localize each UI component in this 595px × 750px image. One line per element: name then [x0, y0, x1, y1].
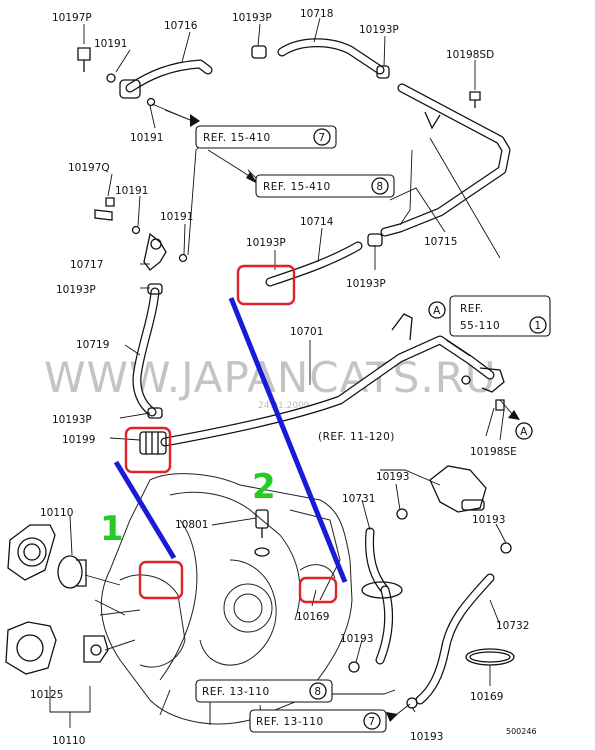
ref-box-13-110-7[interactable]: REF. 13-110 7 — [249, 709, 387, 733]
ref-circle-num: 7 — [318, 132, 325, 144]
ref-box-13-110-8[interactable]: REF. 13-110 8 — [195, 679, 333, 703]
ref-text: (REF. 11-120) — [318, 431, 395, 443]
label-10125: 10125 — [30, 689, 63, 701]
label-10193P: 10193P — [346, 278, 386, 290]
ref-text: REF. 15-410 — [263, 181, 331, 193]
label-10801: 10801 — [175, 519, 208, 531]
pipe-10715 — [380, 83, 511, 237]
ref-circle-num: 8 — [314, 686, 321, 698]
hose-10731 — [365, 465, 487, 595]
marker-letter: A — [433, 305, 441, 317]
arrow-head — [246, 172, 258, 184]
label-10193P: 10193P — [232, 12, 272, 24]
ref-box-15-410-8[interactable]: REF. 15-410 8 — [255, 174, 395, 198]
label-10193: 10193 — [376, 471, 409, 483]
label-10193: 10193 — [340, 633, 373, 645]
label-10191: 10191 — [130, 132, 163, 144]
thermostat-housing-10110 — [5, 524, 109, 675]
highlight-engine-port-left — [138, 560, 184, 600]
ref-text-line2: 55-110 — [460, 320, 500, 332]
ref-box-55-110-1[interactable]: REF. 55-110 1 — [449, 295, 551, 337]
label-10193: 10193 — [472, 514, 505, 526]
fitting-10717 — [94, 209, 188, 271]
marker-a-upper: A — [428, 301, 446, 319]
label-10719: 10719 — [76, 339, 109, 351]
label-10191: 10191 — [115, 185, 148, 197]
arrow-head — [386, 712, 398, 722]
label-10193P: 10193P — [52, 414, 92, 426]
label-10716: 10716 — [164, 20, 198, 32]
blue-line-2 — [228, 297, 348, 583]
label-10198SE: 10198SE — [470, 446, 517, 458]
sensor-10801 — [254, 509, 270, 557]
label-10731: 10731 — [342, 493, 375, 505]
fitting-10199 — [139, 431, 167, 455]
blue-lines — [113, 297, 348, 583]
marker-a-lower: A — [515, 422, 533, 440]
label-10198SD: 10198SD — [446, 49, 494, 61]
label-10717: 10717 — [70, 259, 103, 271]
hose-10732 — [348, 542, 512, 709]
arrow-head — [190, 114, 200, 127]
ref-circle-num: 1 — [534, 320, 541, 332]
label-10193P: 10193P — [359, 24, 399, 36]
label-10110: 10110 — [52, 735, 85, 747]
label-10197P: 10197P — [52, 12, 92, 24]
engine-boss — [223, 583, 273, 633]
label-10169: 10169 — [470, 691, 503, 703]
hose-10719 — [132, 283, 163, 419]
handwritten-number-2: 2 — [252, 467, 276, 507]
ref-text: REF. 13-110 — [256, 716, 324, 728]
blue-line-1 — [113, 460, 177, 560]
label-10193: 10193 — [410, 731, 443, 743]
part-labels: 10197P 10716 10193P 10718 10191 10193P 1… — [30, 8, 537, 747]
label-10191: 10191 — [94, 38, 127, 50]
bolts — [77, 47, 505, 411]
label-10715: 10715 — [424, 236, 457, 248]
highlight-10169-port — [298, 576, 338, 604]
label-10197Q: 10197Q — [68, 162, 110, 174]
arrow-head — [508, 410, 520, 420]
label-10169: 10169 — [296, 611, 329, 623]
ref-box-15-410-7[interactable]: REF. 15-410 7 — [195, 125, 337, 149]
label-10714: 10714 — [300, 216, 334, 228]
label-10701: 10701 — [290, 326, 323, 338]
ref-text: REF. 15-410 — [203, 132, 271, 144]
ref-11-120[interactable]: (REF. 11-120) — [318, 431, 395, 443]
hose-10714 — [265, 233, 383, 287]
label-10193P: 10193P — [56, 284, 96, 296]
label-10199: 10199 — [62, 434, 95, 446]
hose-10718 — [251, 38, 390, 79]
handwritten-number-1: 1 — [100, 509, 124, 549]
label-10193P: 10193P — [246, 237, 286, 249]
label-10110: 10110 — [40, 507, 73, 519]
label-10718: 10718 — [300, 8, 333, 20]
ref-circle-num: 8 — [376, 181, 383, 193]
highlight-10193P-clamp — [236, 264, 296, 306]
watermark-date: 24.01.2009 — [258, 401, 310, 411]
marker-letter: A — [520, 426, 528, 438]
highlight-10199 — [124, 426, 172, 474]
clamp-10169 — [465, 648, 515, 666]
ref-circle-num: 7 — [368, 716, 375, 728]
pipe-10716 — [106, 59, 213, 107]
label-drawing-number: 500246 — [506, 727, 537, 736]
red-highlights — [124, 264, 338, 604]
ref-text: REF. 13-110 — [202, 686, 270, 698]
label-10732: 10732 — [496, 620, 529, 632]
label-10191: 10191 — [160, 211, 193, 223]
ref-text-line1: REF. — [460, 303, 484, 315]
